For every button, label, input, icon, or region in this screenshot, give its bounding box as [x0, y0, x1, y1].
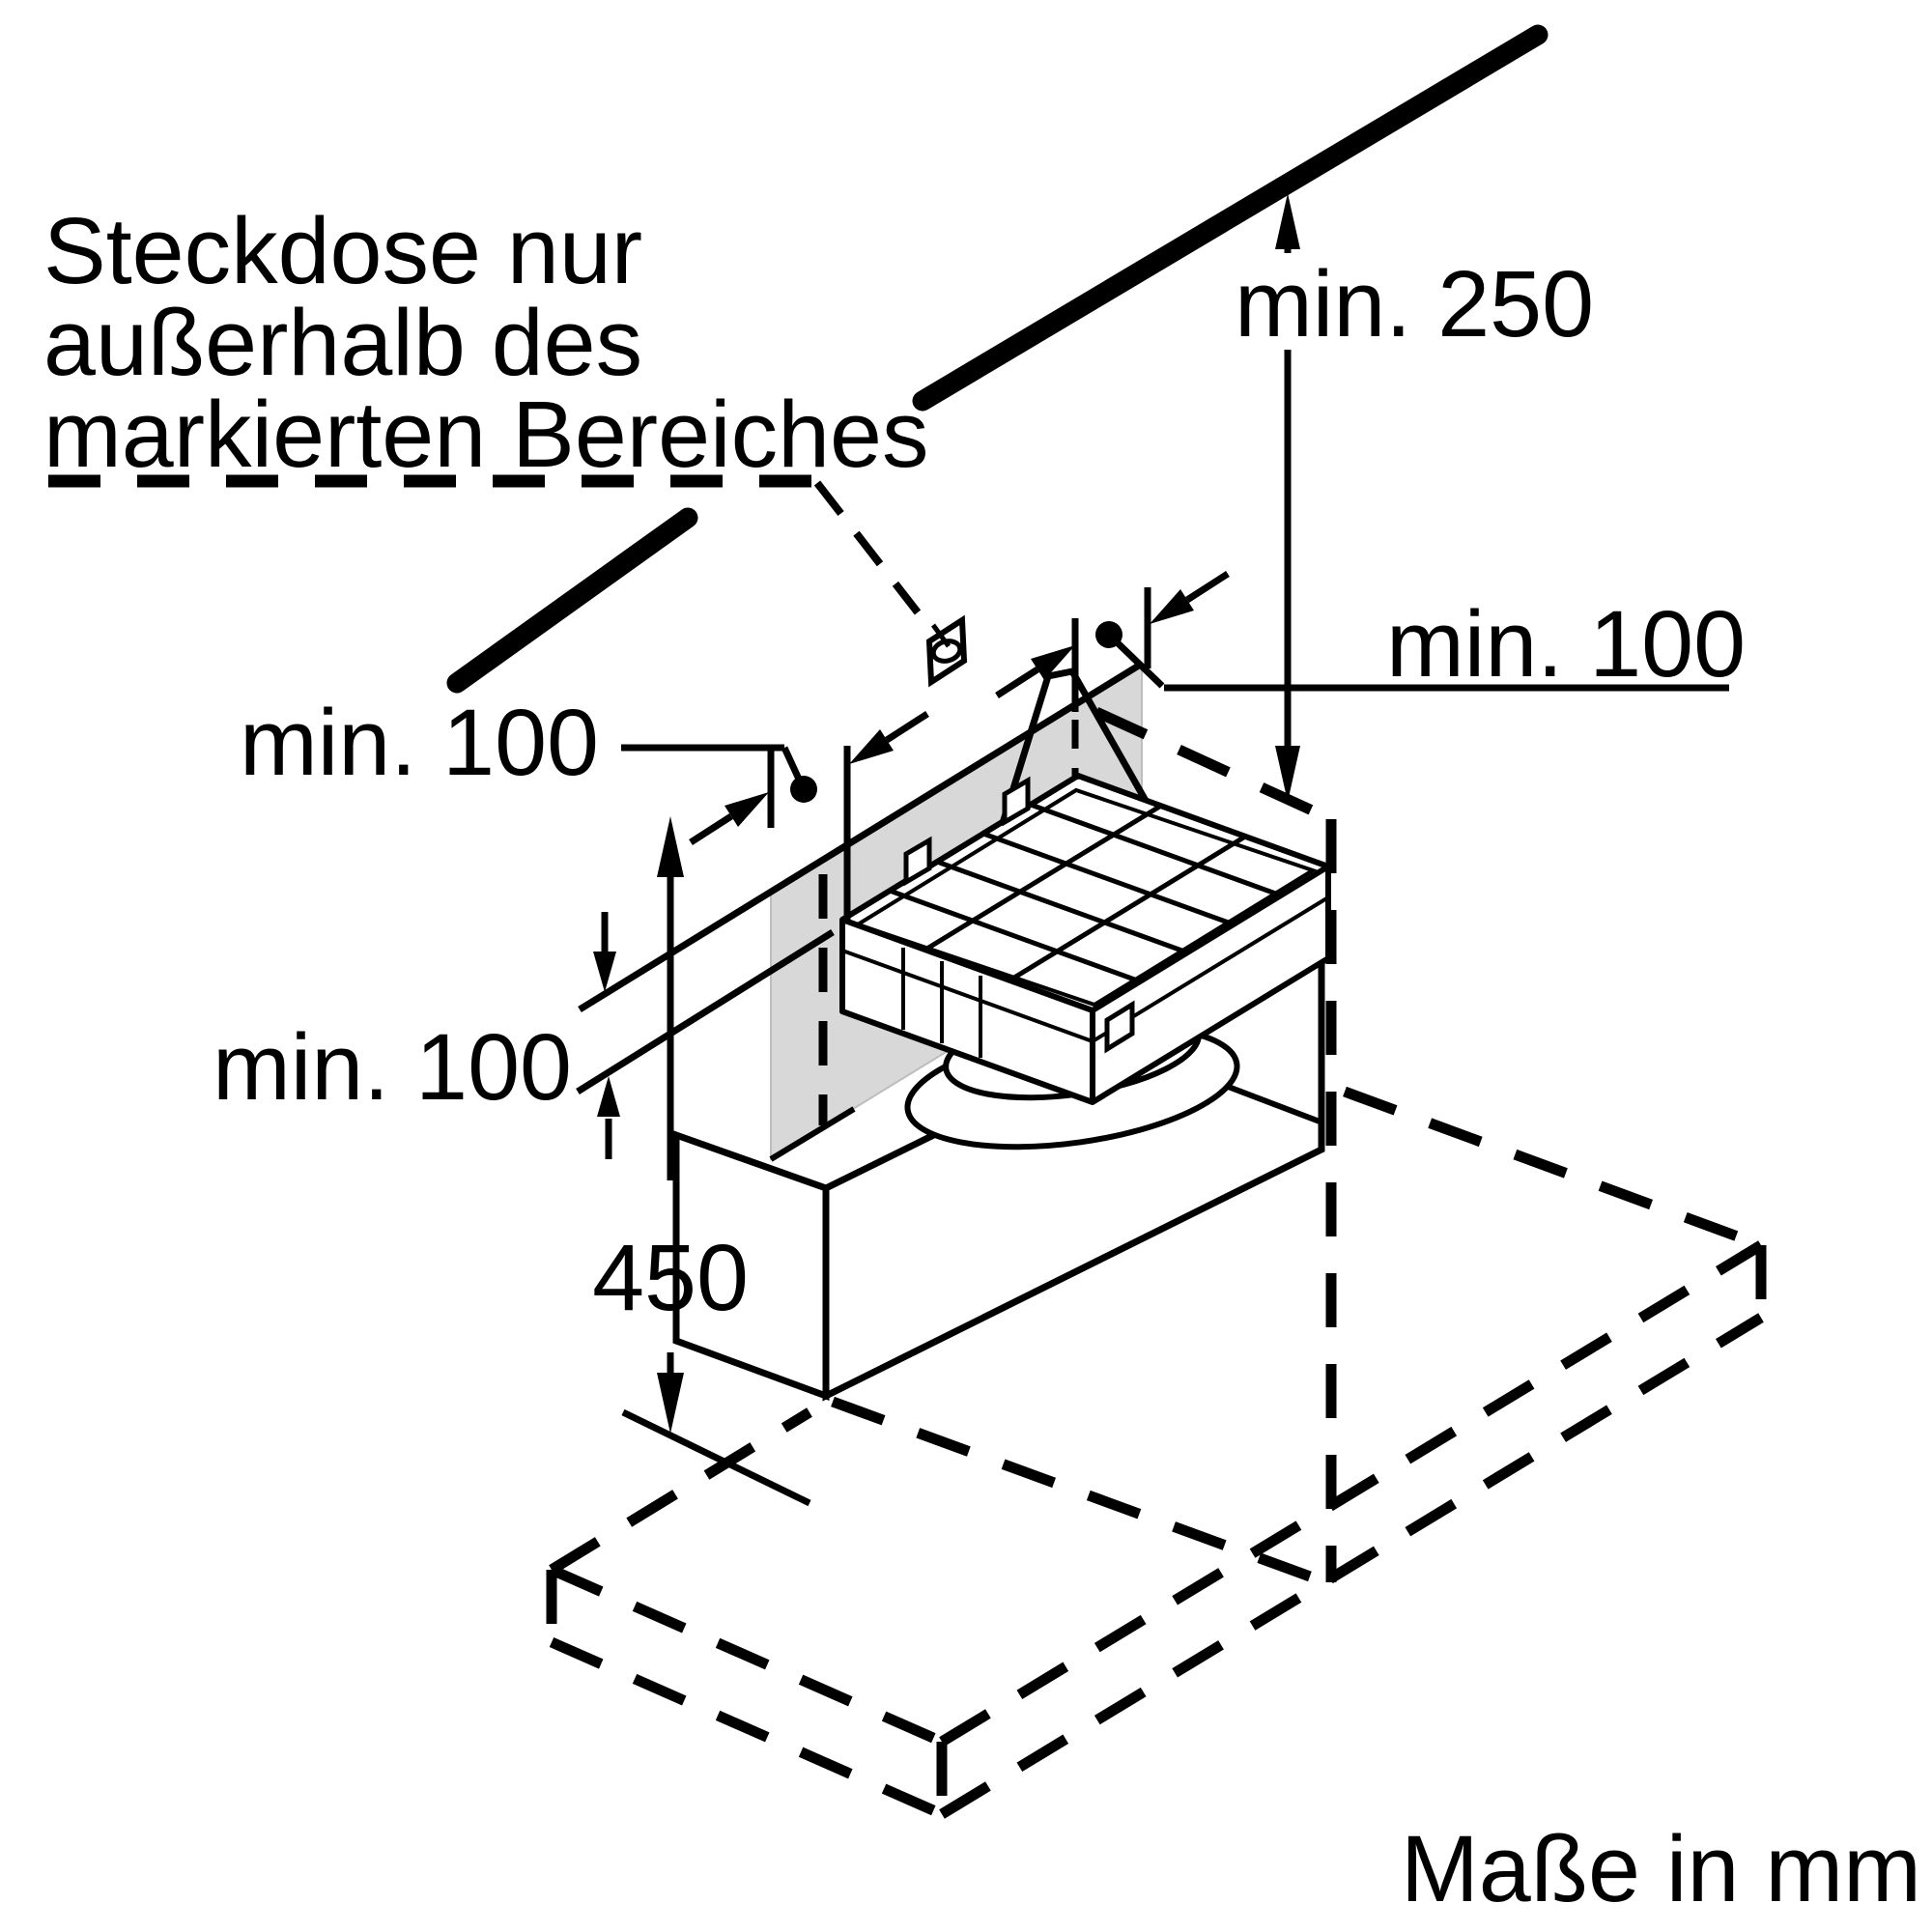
dimension-side-right-label: min. 100: [1386, 591, 1746, 696]
arrowhead-up: [597, 1076, 620, 1117]
power-socket-icon: [925, 614, 968, 688]
slant-arrowhead-inner: [849, 729, 894, 764]
arrowhead-up: [657, 816, 684, 877]
dimension-lower-clearance-label: min. 100: [213, 1014, 572, 1120]
filter-seam-line: [841, 895, 1330, 1044]
note-line-3: markierten Bereiches: [43, 382, 928, 487]
filter-clip-right: [1002, 776, 1031, 827]
slant-arrowhead-inner: [1031, 645, 1075, 680]
counter-front-top-edge: [939, 1240, 1764, 1747]
countertop-outline: [546, 1086, 1767, 1820]
dimension-chimney-height: 450: [592, 816, 749, 1434]
arrowhead-down: [593, 952, 616, 992]
dimension-chimney-height-label: 450: [592, 1225, 749, 1330]
hob-surface-line: [621, 1408, 811, 1507]
envelope-top-edge: [1094, 706, 1334, 825]
ceiling-boundary-line: [912, 24, 1548, 412]
counter-left-bottom-edge: [549, 1636, 945, 1820]
hood-bottom-reference-line: [576, 929, 835, 1094]
filter-clip-left: [903, 836, 932, 887]
units-label: Maße in mm: [1401, 1816, 1921, 1921]
counter-front-bottom-edge: [939, 1313, 1764, 1819]
slant-arrowhead-outer: [724, 792, 769, 827]
filter-latch: [1104, 1000, 1135, 1054]
dimension-side-right: min. 100: [995, 571, 1746, 780]
arrowhead-up: [1275, 193, 1300, 249]
filter-top-front-edge: [1091, 864, 1330, 1013]
dimension-side-left-label: min. 100: [240, 690, 599, 795]
socket-slash: [930, 623, 952, 648]
counter-rear-edge-left: [549, 1407, 812, 1575]
arrowhead-down: [1275, 746, 1300, 802]
dimension-top-clearance-label: min. 250: [1235, 251, 1594, 356]
clearance-envelope: [831, 706, 1337, 1590]
filter-ribs: [901, 948, 982, 1058]
note-block: Steckdose nur außerhalb des markierten B…: [43, 198, 928, 615]
dimension-top-clearance: min. 250: [1235, 193, 1594, 802]
note-line-1: Steckdose nur: [43, 198, 642, 303]
leader-dot: [1095, 621, 1122, 648]
counter-left-top-edge: [549, 1564, 945, 1747]
leader-dot: [790, 776, 817, 803]
slant-arrowhead-outer: [1150, 589, 1194, 624]
marked-area-bottom-edge: [769, 1106, 856, 1162]
wall-boundary-line: [446, 507, 698, 694]
counter-right-edge: [1343, 1086, 1763, 1251]
dimension-lower-clearance: min. 100: [213, 912, 620, 1159]
note-line-2: außerhalb des: [43, 290, 642, 395]
note-leader-dashed: [813, 480, 922, 615]
filter-module: [839, 668, 1331, 1105]
filter-grid: [889, 802, 1282, 984]
dimension-side-left: min. 100: [240, 690, 929, 920]
arrowhead-down: [657, 1373, 684, 1434]
